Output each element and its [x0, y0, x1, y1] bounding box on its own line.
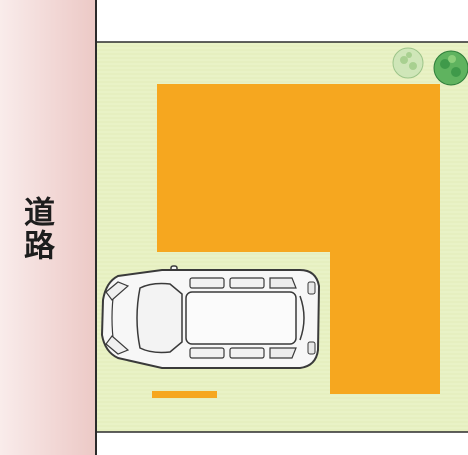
tree-icon: [433, 50, 468, 86]
car-topview-icon: [100, 265, 321, 369]
tree-icon: [392, 47, 424, 79]
road-area: [0, 0, 96, 455]
parking-stop-bar: [152, 391, 217, 398]
building-footprint: [157, 84, 440, 394]
road-label: 道路: [18, 196, 54, 262]
